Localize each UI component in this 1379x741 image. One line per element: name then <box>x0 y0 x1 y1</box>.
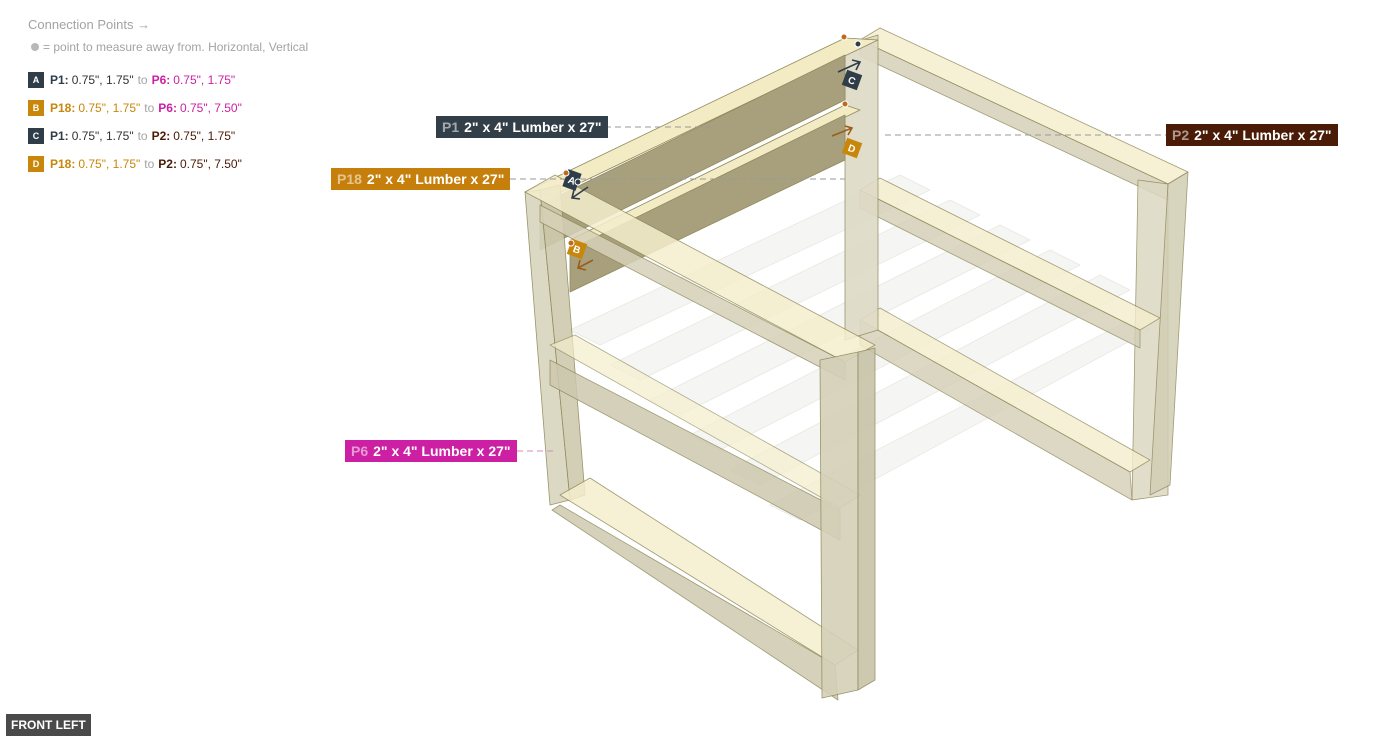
to-part: P2: <box>158 157 177 171</box>
to-value: 0.75", 1.75" <box>173 129 236 143</box>
to-value: 0.75", 1.75" <box>173 73 236 87</box>
from-part: P18: <box>50 157 76 171</box>
connection-points-legend: Connection Points → = point to measure a… <box>28 17 308 178</box>
part-id: P6 <box>351 443 369 459</box>
reference-dot-icon <box>31 43 39 51</box>
marker-d[interactable]: D <box>841 137 863 159</box>
from-value: 0.75", 1.75" <box>78 157 141 171</box>
to-word: to <box>144 157 155 171</box>
to-part: P2: <box>151 129 171 143</box>
from-value: 0.75", 1.75" <box>71 73 134 87</box>
to-word: to <box>137 73 148 87</box>
legend-note-text: = point to measure away from. Horizontal… <box>43 40 309 54</box>
connection-badge: B <box>28 100 44 116</box>
from-value: 0.75", 1.75" <box>78 101 141 115</box>
svg-text:C: C <box>846 75 857 88</box>
to-part: P6: <box>151 73 171 87</box>
marker-c[interactable]: C <box>841 69 863 91</box>
from-value: 0.75", 1.75" <box>71 129 134 143</box>
svg-text:B: B <box>571 244 582 257</box>
legend-title: Connection Points → <box>28 17 151 32</box>
from-part: P18: <box>50 101 76 115</box>
part-id: P2 <box>1172 127 1190 143</box>
from-part: P1: <box>50 73 69 87</box>
to-word: to <box>137 129 148 143</box>
svg-text:D: D <box>846 143 857 156</box>
part-desc: 2" x 4" Lumber x 27" <box>464 119 602 135</box>
to-word: to <box>144 101 155 115</box>
to-value: 0.75", 7.50" <box>179 157 242 171</box>
connection-badge: A <box>28 72 44 88</box>
part-id: P18 <box>337 171 362 187</box>
part-id: P1 <box>442 119 460 135</box>
part-desc: 2" x 4" Lumber x 27" <box>1194 127 1332 143</box>
from-part: P1: <box>50 129 69 143</box>
view-label[interactable]: FRONT LEFT <box>6 714 91 736</box>
connection-badge: C <box>28 128 44 144</box>
to-value: 0.75", 7.50" <box>179 101 242 115</box>
svg-text:A: A <box>566 175 577 188</box>
part-desc: 2" x 4" Lumber x 27" <box>373 443 511 459</box>
legend-note: = point to measure away from. Horizontal… <box>31 40 308 54</box>
part-desc: 2" x 4" Lumber x 27" <box>366 171 505 187</box>
connection-badge: D <box>28 156 44 172</box>
to-part: P6: <box>158 101 177 115</box>
